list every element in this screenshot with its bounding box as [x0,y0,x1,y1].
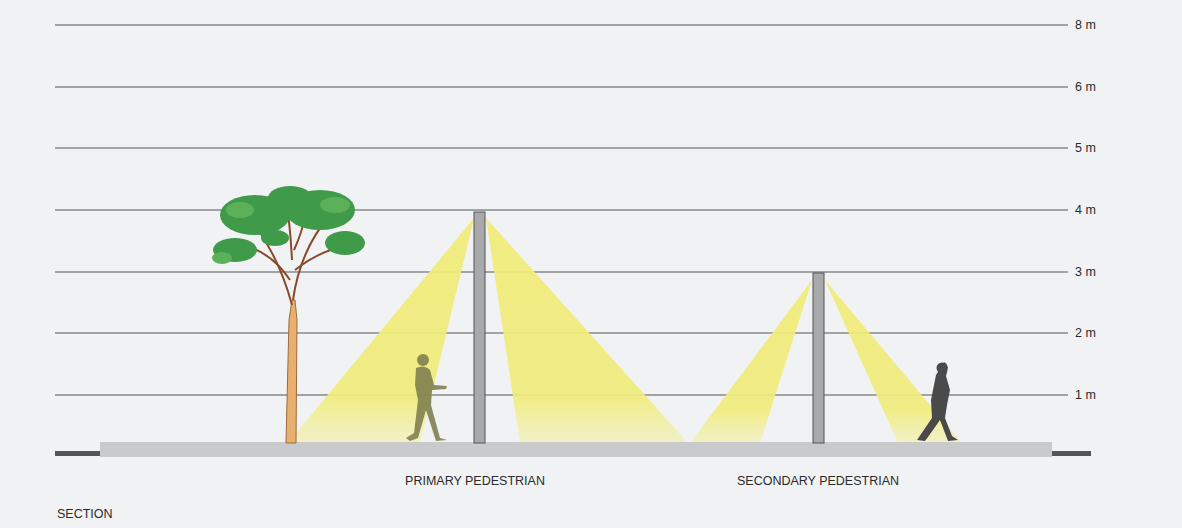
primary-light-pole [474,212,485,443]
pavement-slab [100,442,1052,457]
height-label: 2 m [1075,327,1096,340]
section-label: SECTION [57,508,113,521]
ground-line [55,451,101,456]
ground-line [1051,451,1091,456]
zone-label: PRIMARY PEDESTRIAN [405,475,545,488]
height-label: 3 m [1075,266,1096,279]
zone-label: SECONDARY PEDESTRIAN [737,475,899,488]
pedestrian-figure [917,362,958,441]
tree [212,186,365,443]
light-cones [288,218,962,443]
pedestrian-figure [406,354,447,441]
height-label: 1 m [1075,389,1096,402]
height-label: 5 m [1075,142,1096,155]
height-label: 4 m [1075,204,1096,217]
secondary-light-pole [813,273,824,443]
height-label: 6 m [1075,81,1096,94]
height-label: 8 m [1075,19,1096,32]
